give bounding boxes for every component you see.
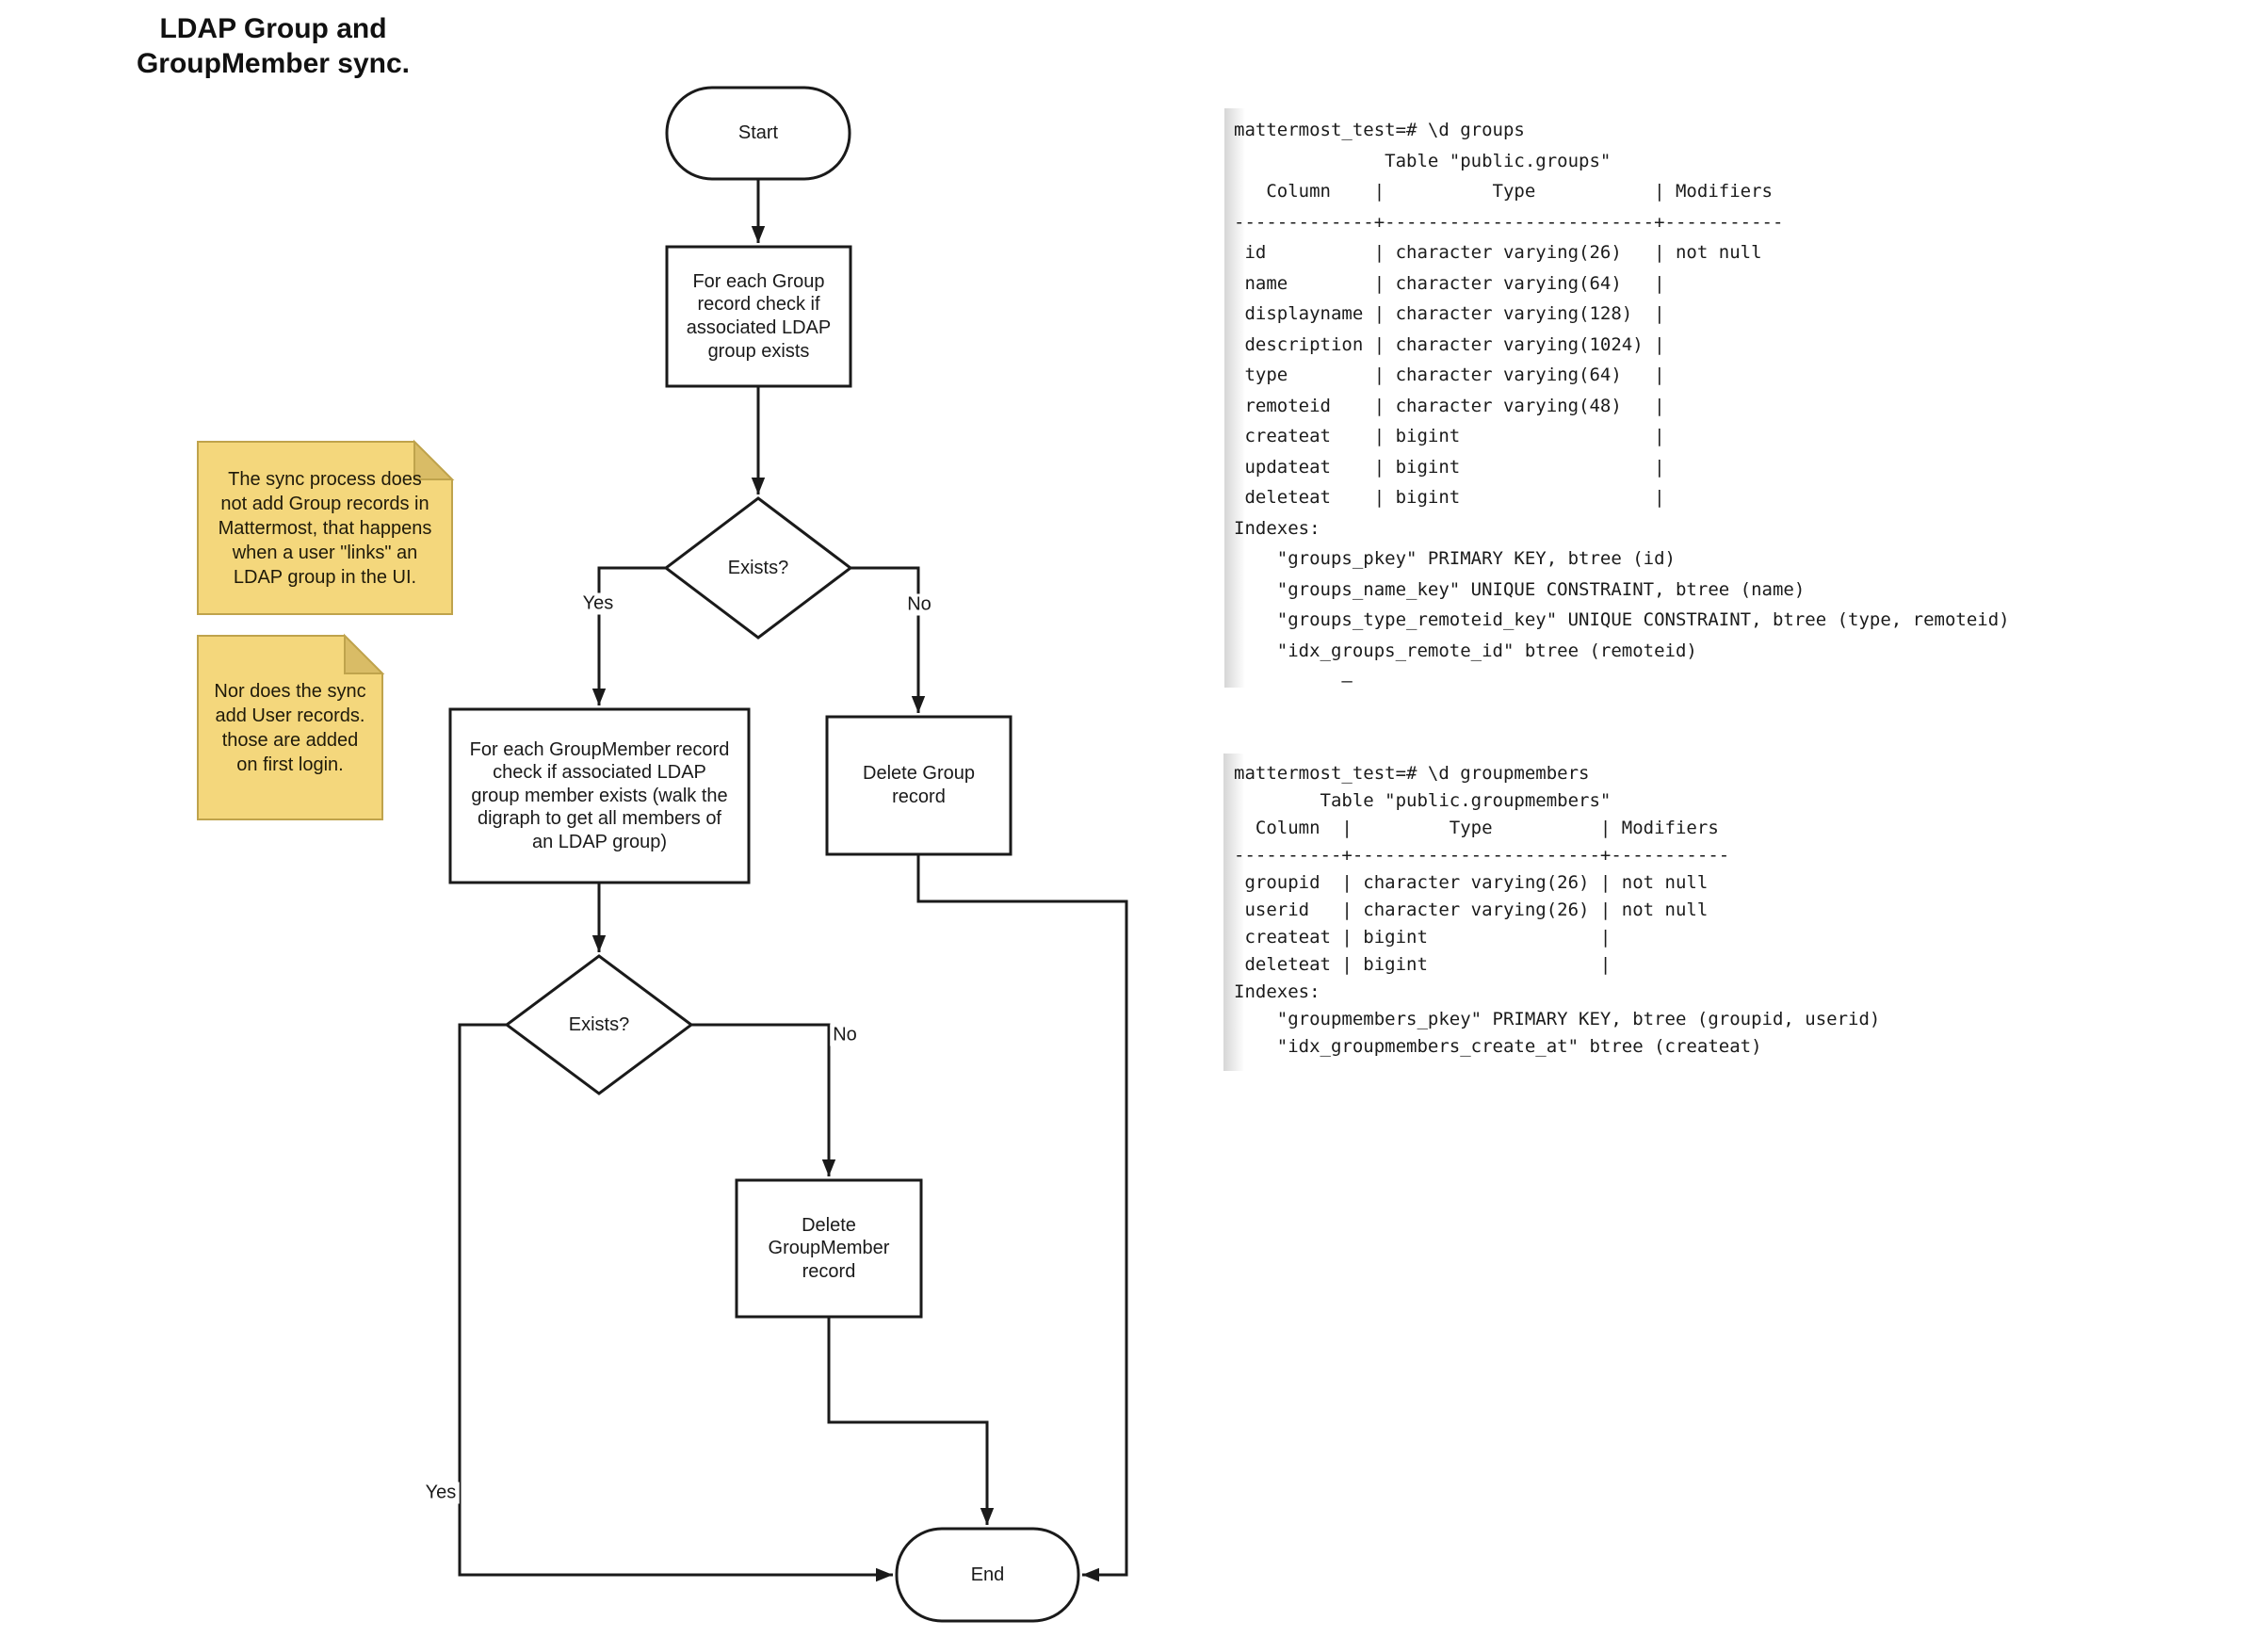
process-delete-groupmember-label: Delete GroupMember record xyxy=(768,1214,890,1282)
process-delete-group-shape xyxy=(825,715,1012,856)
process-group-check-shape xyxy=(665,245,852,388)
branch-label-yes-1: Yes xyxy=(579,592,617,615)
process-group-check-label: For each Group record check if associate… xyxy=(686,270,832,362)
terminal-groups-left-edge xyxy=(1224,108,1245,688)
decision-group-exists-shape xyxy=(663,496,853,640)
branch-label-no-1: No xyxy=(904,593,934,616)
edge-exists1-yes xyxy=(591,566,666,705)
edge-deletemember-to-end xyxy=(827,1317,995,1525)
sticky-note-group-fold xyxy=(413,439,455,480)
branch-label-no-2: No xyxy=(830,1024,860,1046)
process-delete-group-label: Delete Group record xyxy=(863,763,975,807)
decision-member-exists-shape xyxy=(504,954,694,1095)
terminal-groupmembers-left-edge xyxy=(1223,754,1244,1071)
sticky-note-group-text: The sync process does not add Group reco… xyxy=(218,469,432,588)
page-title: LDAP Group and GroupMember sync. xyxy=(136,13,411,79)
terminal-groupmembers-table: mattermost_test=# \d groupmembers Table … xyxy=(1234,763,1881,1057)
edge-exists1-no xyxy=(850,566,926,713)
end-node-label: End xyxy=(970,1564,1005,1585)
sticky-note-user-fold xyxy=(344,633,385,674)
end-node-shape xyxy=(895,1527,1080,1623)
terminal-groups-table: mattermost_test=# \d groups Table "publi… xyxy=(1234,120,2010,691)
sticky-note-user-shape xyxy=(197,635,383,820)
start-node-label: Start xyxy=(737,122,779,144)
process-groupmember-check-label: For each GroupMember record check if ass… xyxy=(469,738,730,852)
sticky-note-user-text: Nor does the sync add User records. thos… xyxy=(214,681,366,775)
start-node-shape xyxy=(665,86,851,181)
decision-member-exists-label: Exists? xyxy=(568,1013,630,1035)
edge-exists2-no xyxy=(691,1023,836,1176)
decision-group-exists-label: Exists? xyxy=(727,557,789,578)
sticky-note-group-shape xyxy=(197,441,453,615)
process-groupmember-check-shape xyxy=(448,707,751,884)
edge-deletegroup-to-end xyxy=(916,854,1128,1582)
edge-exists2-yes-to-end xyxy=(458,1023,893,1582)
connector-edges xyxy=(458,179,1128,1582)
process-delete-groupmember-shape xyxy=(735,1178,923,1319)
branch-label-yes-2: Yes xyxy=(422,1482,460,1504)
